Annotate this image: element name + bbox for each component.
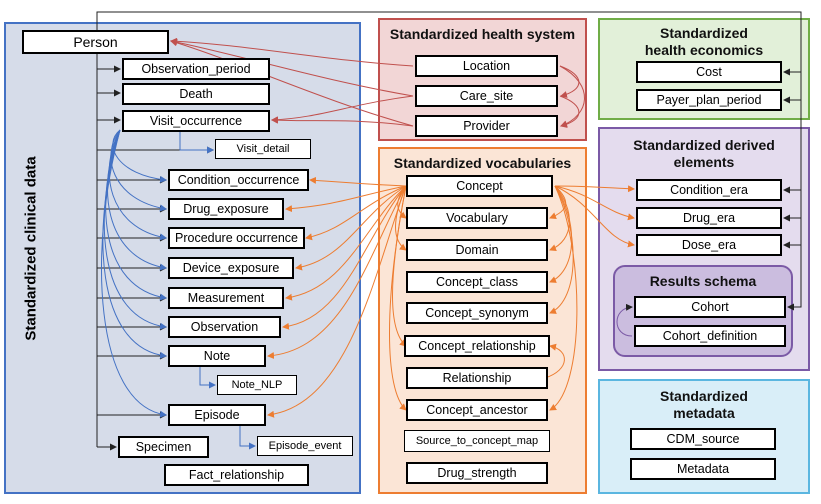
table-payer-plan-period-label: Payer_plan_period [656, 92, 762, 107]
metadata-title: Standardized metadata [660, 388, 748, 421]
table-visit-detail[interactable]: Visit_detail [215, 139, 311, 159]
clinical-data-title: Standardized clinical data [22, 155, 40, 341]
table-provider-label: Provider [463, 118, 510, 133]
table-vocabulary[interactable]: Vocabulary [406, 207, 548, 229]
table-cdm-source[interactable]: CDM_source [630, 428, 776, 450]
health-system-title: Standardized health system [389, 26, 576, 42]
table-observation-label: Observation [190, 319, 259, 334]
table-death-label: Death [179, 86, 213, 101]
table-cost[interactable]: Cost [636, 61, 782, 83]
table-concept-relationship-label: Concept_relationship [418, 338, 536, 353]
table-location[interactable]: Location [415, 55, 558, 77]
table-cohort-label: Cohort [691, 299, 729, 314]
table-relationship-label: Relationship [442, 370, 512, 385]
results-schema-title: Results schema [649, 273, 757, 289]
table-episode-event[interactable]: Episode_event [257, 436, 353, 456]
table-cohort[interactable]: Cohort [634, 296, 786, 318]
table-note-nlp-label: Note_NLP [231, 378, 283, 391]
table-note-label: Note [203, 348, 231, 363]
table-condition-era-label: Condition_era [670, 182, 748, 197]
table-care-site-label: Care_site [459, 88, 514, 103]
table-concept-class[interactable]: Concept_class [406, 271, 548, 293]
table-care-site[interactable]: Care_site [415, 85, 558, 107]
table-drug-exposure-label: Drug_exposure [183, 201, 269, 216]
table-visit-detail-label: Visit_detail [236, 142, 290, 155]
table-concept-ancestor-label: Concept_ancestor [426, 402, 528, 417]
table-source-to-concept-map-label: Source_to_concept_map [415, 434, 539, 447]
table-person-label: Person [73, 34, 118, 50]
table-drug-era-label: Drug_era [682, 210, 736, 225]
table-visit-occurrence-label: Visit_occurrence [149, 113, 243, 128]
table-condition-occurrence-label: Condition_occurrence [177, 172, 300, 187]
table-measurement[interactable]: Measurement [168, 287, 284, 309]
table-specimen[interactable]: Specimen [118, 436, 209, 458]
table-visit-occurrence[interactable]: Visit_occurrence [122, 110, 270, 132]
table-observation[interactable]: Observation [168, 316, 281, 338]
table-device-exposure[interactable]: Device_exposure [168, 257, 294, 279]
table-note-nlp[interactable]: Note_NLP [217, 375, 297, 395]
table-concept-synonym[interactable]: Concept_synonym [406, 302, 548, 324]
table-metadata-label: Metadata [676, 461, 730, 476]
table-drug-strength[interactable]: Drug_strength [406, 462, 548, 484]
table-episode-label: Episode [194, 407, 240, 422]
table-cdm-source-label: CDM_source [666, 431, 740, 446]
table-source-to-concept-map[interactable]: Source_to_concept_map [404, 430, 550, 452]
table-cohort-definition[interactable]: Cohort_definition [634, 325, 786, 347]
table-fact-relationship-label: Fact_relationship [188, 467, 285, 482]
table-payer-plan-period[interactable]: Payer_plan_period [636, 89, 782, 111]
table-domain[interactable]: Domain [406, 239, 548, 261]
table-device-exposure-label: Device_exposure [182, 260, 280, 275]
table-drug-exposure[interactable]: Drug_exposure [168, 198, 284, 220]
table-observation-period[interactable]: Observation_period [122, 58, 270, 80]
table-vocabulary-label: Vocabulary [446, 210, 508, 225]
table-location-label: Location [462, 58, 511, 73]
table-observation-period-label: Observation_period [141, 61, 251, 76]
table-concept-ancestor[interactable]: Concept_ancestor [406, 399, 548, 421]
table-cohort-definition-label: Cohort_definition [662, 328, 758, 343]
table-condition-era[interactable]: Condition_era [636, 179, 782, 201]
health-economics-title: Standardized health economics [644, 25, 764, 58]
table-fact-relationship[interactable]: Fact_relationship [164, 464, 309, 486]
table-measurement-label: Measurement [187, 290, 265, 305]
table-drug-strength-label: Drug_strength [437, 465, 517, 480]
vocabularies-title: Standardized vocabularies [393, 155, 572, 171]
table-drug-era[interactable]: Drug_era [636, 207, 782, 229]
table-provider[interactable]: Provider [415, 115, 558, 137]
table-death[interactable]: Death [122, 83, 270, 105]
table-person[interactable]: Person [22, 30, 169, 54]
table-dose-era[interactable]: Dose_era [636, 234, 782, 256]
table-procedure-occurrence-label: Procedure occurrence [175, 230, 298, 245]
table-episode[interactable]: Episode [168, 404, 266, 426]
table-concept-label: Concept [456, 178, 503, 193]
table-condition-occurrence[interactable]: Condition_occurrence [168, 169, 309, 191]
table-procedure-occurrence[interactable]: Procedure occurrence [168, 227, 305, 249]
table-episode-event-label: Episode_event [268, 439, 342, 452]
table-cost-label: Cost [696, 64, 722, 79]
table-relationship[interactable]: Relationship [406, 367, 548, 389]
table-domain-label: Domain [455, 242, 499, 257]
table-concept-relationship[interactable]: Concept_relationship [404, 335, 550, 357]
table-concept-synonym-label: Concept_synonym [425, 305, 529, 320]
derived-elements-title: Standardized derived elements [633, 137, 775, 170]
table-specimen-label: Specimen [135, 439, 192, 454]
table-concept-class-label: Concept_class [436, 274, 518, 289]
table-note[interactable]: Note [168, 345, 266, 367]
table-metadata[interactable]: Metadata [630, 458, 776, 480]
table-dose-era-label: Dose_era [681, 237, 737, 252]
table-concept[interactable]: Concept [406, 175, 553, 197]
